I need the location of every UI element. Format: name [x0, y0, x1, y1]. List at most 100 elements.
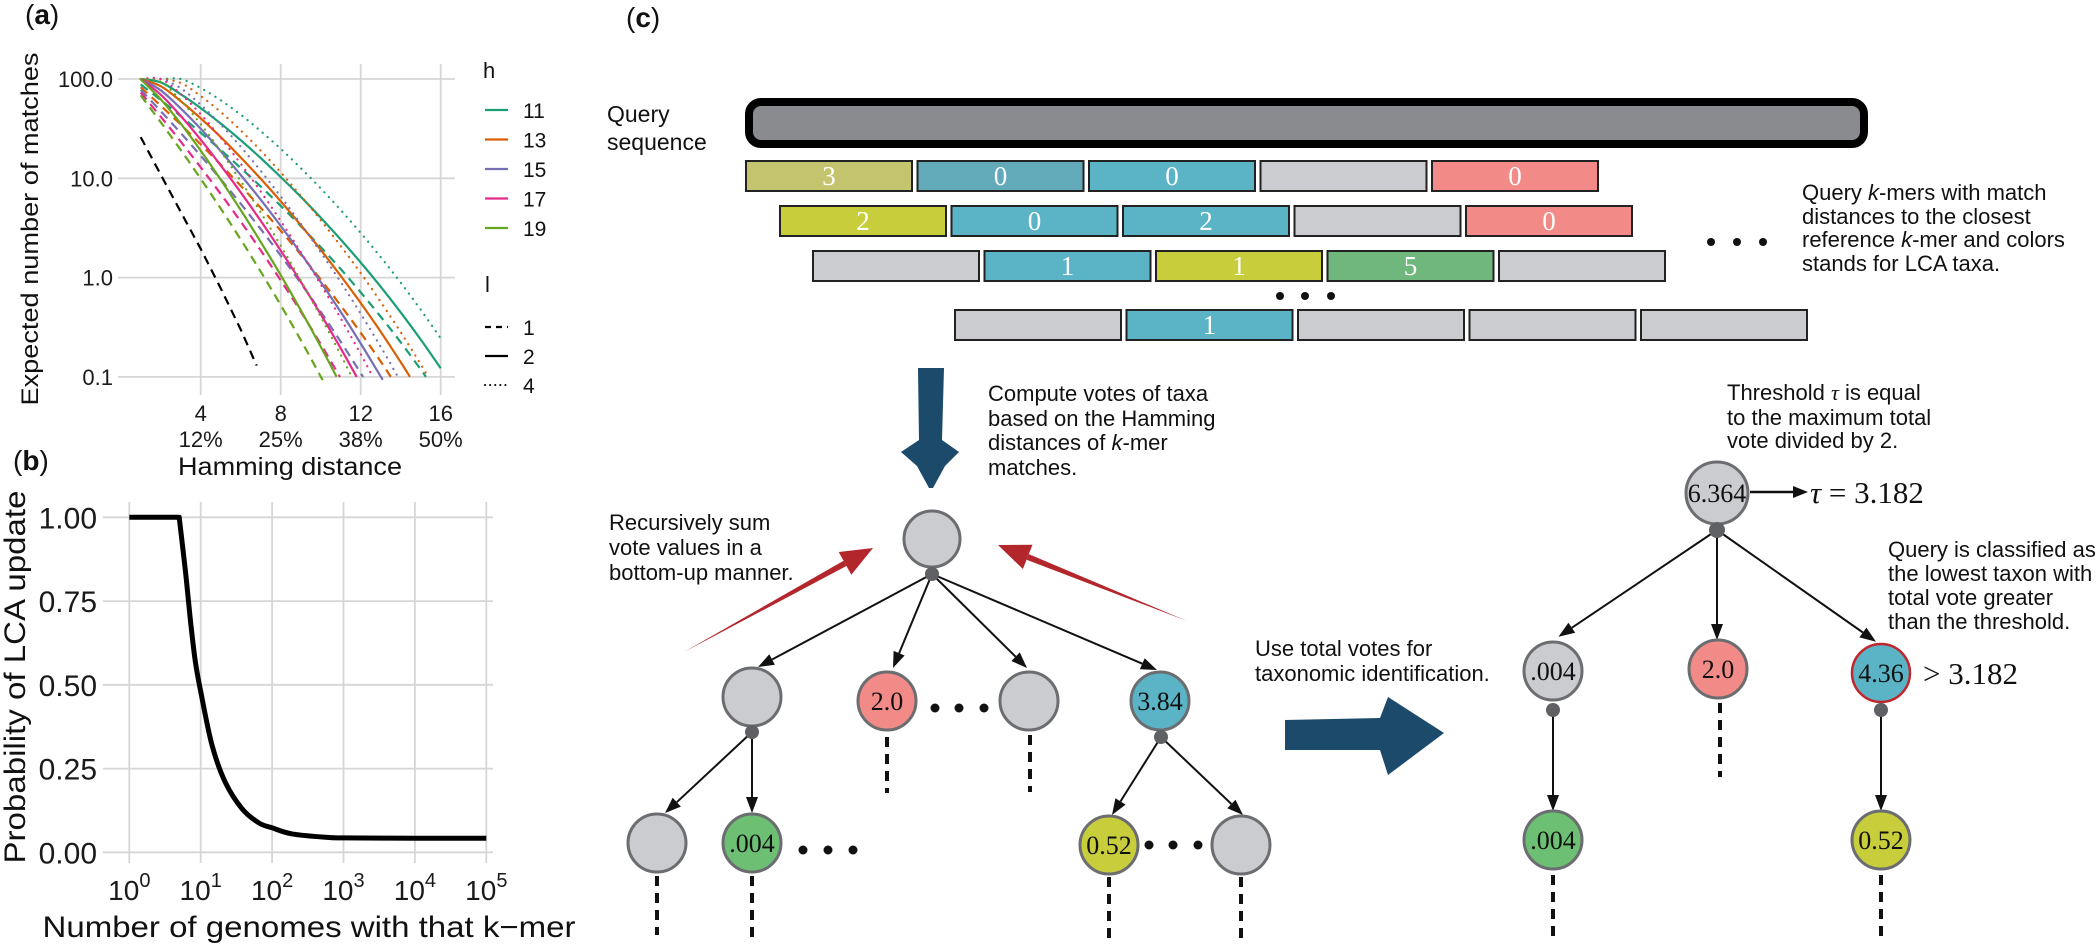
arrowhead-icon — [1112, 798, 1126, 815]
x-tick-label: 104 — [394, 870, 436, 906]
bottom-up-arrow-left-icon — [684, 548, 873, 652]
series-line-h17-l2 — [140, 78, 358, 378]
kmer-box — [1498, 250, 1666, 282]
y-tick-label: 0.75 — [39, 586, 97, 619]
x-tick-exponent: 0 — [139, 870, 150, 892]
x-tick-label: 101 — [180, 870, 222, 906]
legend-title-h: h — [483, 58, 495, 83]
query-label-line: Query — [607, 101, 670, 127]
taxon-node — [1078, 814, 1140, 876]
ellipsis-dot — [930, 703, 940, 713]
annotation-line: distances of k-mer — [988, 430, 1168, 455]
tree-edge — [1716, 529, 1864, 634]
ellipsis-dot — [823, 845, 833, 855]
kmer-box — [1465, 205, 1633, 237]
y-tick-label: 0.25 — [39, 754, 97, 787]
panel-label-c: (c) — [626, 2, 660, 33]
classified-taxon-node — [1852, 644, 1910, 702]
ellipsis-dot — [1168, 840, 1178, 850]
annotation-line: vote values in a — [609, 535, 763, 560]
kmer-box — [1297, 309, 1465, 341]
panel-label-letter: b — [22, 445, 39, 476]
x-tick-percent-label: 25% — [259, 427, 303, 452]
arrowhead-icon — [1793, 486, 1808, 498]
kmer-row: 3 0 0 0 — [745, 160, 1599, 192]
text-segment: Compute votes of taxa — [988, 381, 1209, 406]
kmer-box — [1088, 160, 1256, 192]
text-segment: matches. — [988, 455, 1077, 480]
x-tick-base: 10 — [465, 875, 496, 906]
series-line-h13-l4 — [139, 77, 430, 378]
kmer-box — [812, 250, 980, 282]
annotation-line: taxonomic identification. — [1255, 661, 1490, 686]
legend-label: 19 — [523, 218, 546, 241]
series-line-h19-l2 — [139, 78, 338, 378]
annotation-line: total vote greater — [1888, 585, 2053, 610]
kmer-box — [1259, 160, 1428, 192]
legend-title-l: l — [485, 272, 490, 297]
panel-label-a: (a) — [25, 0, 59, 30]
node-vote: 6.364 — [1688, 479, 1747, 508]
branch-point — [745, 725, 759, 739]
vote-tree: 2.0 3.84 .004 0.52 — [626, 509, 1272, 942]
ellipsis-dot — [1276, 292, 1284, 300]
kmer-box — [1431, 160, 1599, 192]
x-axis-title: Number of genomes with that k−mer — [43, 911, 576, 944]
series-line-h15-l1 — [139, 89, 365, 379]
tree-edge — [771, 573, 933, 661]
taxon-node — [998, 670, 1060, 732]
panel-label-letter: c — [635, 2, 651, 33]
y-tick-label: 0.00 — [39, 837, 97, 870]
annotation-line: bottom-up manner. — [609, 560, 794, 585]
series-line-h17-l4 — [139, 76, 374, 378]
legend-label: 4 — [523, 375, 535, 398]
kmer-distance: 0 — [1508, 161, 1522, 191]
threshold-tree: Threshold τ is equal to the maximum tota… — [1522, 380, 2096, 943]
arrow-head — [838, 548, 873, 575]
kmer-distance: 0 — [1165, 161, 1179, 191]
kmer-box — [1155, 250, 1323, 282]
taxon-node — [1687, 638, 1749, 700]
x-axis-title: Hamming distance — [178, 453, 402, 481]
text-segment-italic: k — [1901, 227, 1913, 252]
x-tick-label: 16 — [428, 401, 452, 426]
y-tick-label: 100.0 — [58, 67, 113, 92]
x-tick-label: 100 — [108, 870, 150, 906]
branch-point — [1709, 522, 1725, 538]
ellipsis-dot — [1733, 238, 1741, 246]
kmer-annotation: Query k-mers with match distances to the… — [1802, 180, 2065, 276]
kmer-distance: 0 — [994, 161, 1008, 191]
panel-label-close: ) — [39, 445, 48, 476]
x-tick-label: 4 — [195, 401, 207, 426]
tree-edge — [1160, 736, 1233, 805]
taxon-node — [626, 812, 688, 874]
lca-probability-curve — [129, 514, 487, 841]
x-tick-label: 105 — [465, 870, 507, 906]
tree-edge — [1571, 529, 1718, 629]
ellipsis-dot — [1144, 840, 1154, 850]
node-vote: 2.0 — [1702, 655, 1735, 684]
annotation-line: Recursively sum — [609, 510, 770, 535]
series-line-h13-l2 — [140, 77, 411, 378]
annotation-line: matches. — [988, 455, 1077, 480]
query-sequence-bar — [745, 98, 1868, 148]
text-segment: is equal — [1839, 380, 1921, 405]
taxon-node — [721, 812, 783, 874]
ellipsis-icon — [1144, 840, 1203, 850]
node-vote: 0.52 — [1858, 826, 1904, 855]
kmer-distance: 1 — [1061, 251, 1075, 281]
text-segment: stands for LCA taxa. — [1802, 251, 2000, 276]
taxon-node — [1129, 670, 1191, 732]
x-tick-base: 10 — [180, 875, 211, 906]
legend-label: 11 — [523, 100, 545, 123]
ellipsis-icon — [1276, 292, 1335, 300]
node-vote: 2.0 — [871, 687, 904, 716]
ellipsis-dot — [1193, 840, 1203, 850]
legend-label: 17 — [523, 189, 546, 212]
y-tick-label: 1.0 — [82, 266, 113, 291]
text-segment-italic: k — [1868, 180, 1880, 205]
taxon-node — [1850, 809, 1912, 871]
y-tick-label: 0.50 — [39, 670, 97, 703]
